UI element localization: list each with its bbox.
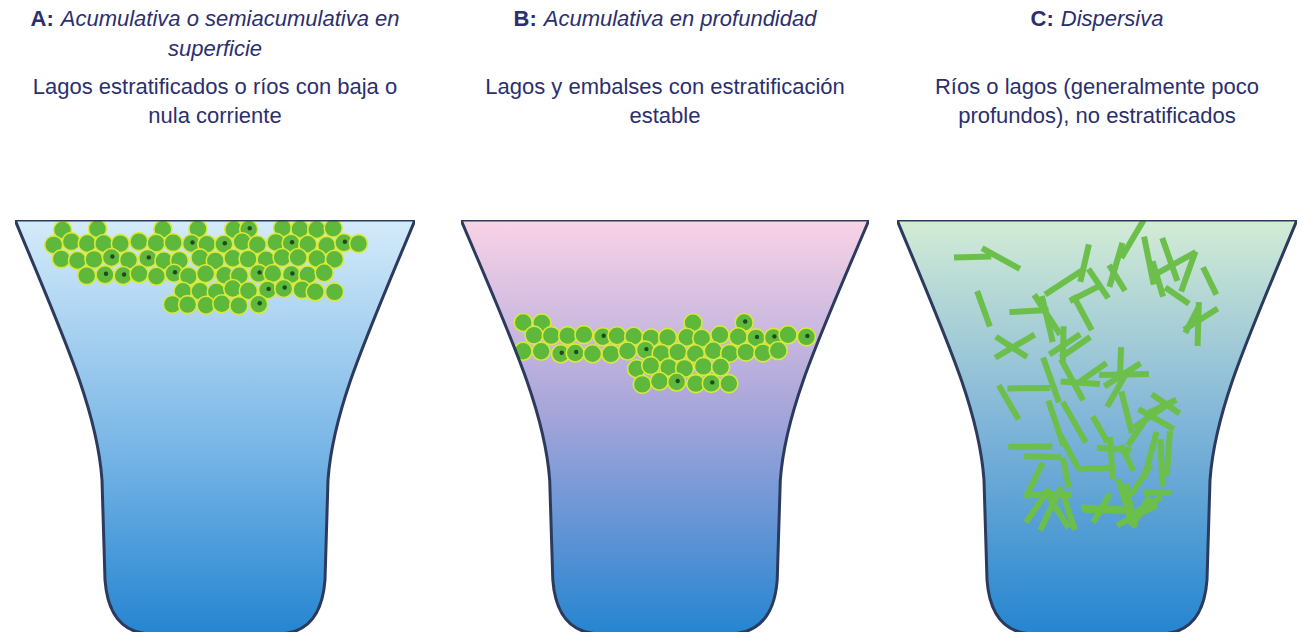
habitat-description: Lagos y embalses con estratificación est… (475, 72, 855, 130)
type-name: Acumulativa o semiacumulativa en superfi… (61, 6, 400, 61)
vessel-illustration (897, 220, 1297, 632)
type-heading: B: Acumulativa en profundidad (465, 4, 865, 34)
type-heading: A: Acumulativa o semiacumulativa en super… (30, 4, 400, 64)
type-name: Dispersiva (1061, 6, 1164, 31)
type-heading: C: Dispersiva (897, 4, 1297, 34)
type-letter: C: (1031, 6, 1054, 31)
water-body: B: Acumulativa en profundidadLagos y emba… (461, 0, 869, 632)
water-body: C: DispersivaRíos o lagos (generalmente p… (897, 0, 1297, 632)
habitat-description: Lagos estratificados o ríos con baja o n… (25, 72, 405, 130)
vessel-illustration (461, 220, 869, 632)
vessel-illustration (15, 220, 415, 632)
type-name: Acumulativa en profundidad (544, 6, 817, 31)
water-body: A: Acumulativa o semiacumulativa en super… (15, 0, 415, 632)
type-letter: A: (31, 6, 54, 31)
type-letter: B: (514, 6, 537, 31)
habitat-description: Ríos o lagos (generalmente poco profundo… (907, 72, 1287, 130)
